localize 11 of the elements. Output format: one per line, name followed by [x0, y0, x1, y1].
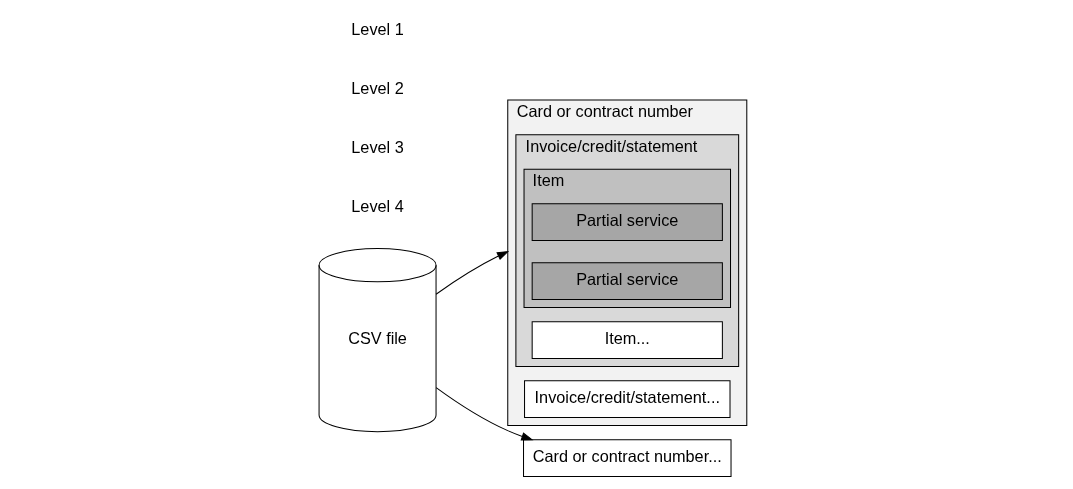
node-box: Item... [531, 321, 723, 359]
label: Level 3 [350, 137, 404, 156]
arrow [435, 387, 533, 441]
arrow [435, 250, 509, 295]
node-box: Partial service [531, 203, 723, 241]
node-box: Invoice/credit/statement... [523, 380, 730, 418]
label: Level 1 [350, 19, 404, 38]
label: Level 4 [350, 196, 404, 215]
node-box: Card or contract number... [522, 439, 732, 477]
label: Level 2 [350, 78, 404, 97]
node-box: Partial service [531, 262, 723, 300]
